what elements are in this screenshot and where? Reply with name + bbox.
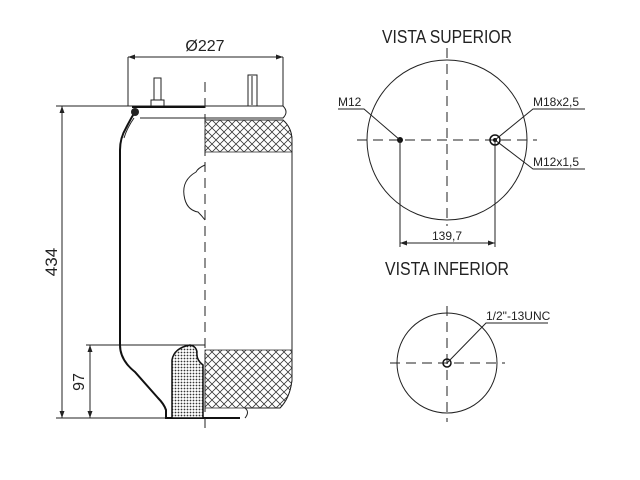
left-stud-nut [150, 99, 165, 107]
piston [171, 344, 204, 419]
top-plate [130, 105, 287, 119]
top-view: VISTA SUPERIOR 139,7 M12 M18x2,5 M12x1,5 [338, 27, 585, 247]
air-fitting-leader [494, 139, 585, 170]
bottom-thread-leader [446, 322, 548, 364]
bottom-view-title: VISTA INFERIOR [385, 259, 509, 279]
top-view-title: VISTA SUPERIOR [382, 27, 512, 47]
bottom-thread-point [442, 358, 452, 368]
height-dimension: 434 [42, 105, 240, 419]
diameter-dimension: Ø227 [127, 38, 284, 106]
left-thread-leader [338, 108, 401, 141]
bellow-outline-left [119, 109, 240, 419]
right-thread-leader [494, 108, 585, 141]
mounting-studs [150, 74, 258, 107]
air-fitting-label: M12x1,5 [533, 155, 579, 169]
notch [183, 164, 206, 221]
right-thread-label: M18x2,5 [533, 95, 579, 109]
bottom-mesh-band [204, 349, 293, 409]
spacing-label: 139,7 [432, 229, 462, 243]
bottom-view: VISTA INFERIOR 1/2"-13UNC [385, 259, 551, 422]
piston-height-label: 97 [71, 373, 88, 391]
crimp-point [131, 108, 139, 116]
diameter-label: Ø227 [185, 38, 224, 55]
spacing-dimension: 139,7 [399, 140, 496, 247]
piston-height-dimension: 97 [71, 344, 205, 418]
left-thread-label: M12 [338, 95, 362, 109]
top-mesh-band [204, 119, 293, 153]
bead-ring [123, 117, 135, 139]
side-view: Ø227 434 97 [42, 38, 293, 432]
bottom-thread-label: 1/2"-13UNC [486, 309, 551, 323]
height-label: 434 [42, 248, 61, 276]
